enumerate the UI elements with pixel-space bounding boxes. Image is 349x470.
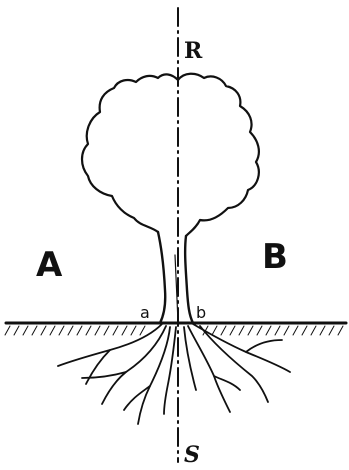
hatch-stroke — [275, 326, 280, 335]
tree-trunk-right — [185, 236, 193, 323]
hatch-stroke — [329, 326, 334, 335]
hatch-stroke — [68, 326, 73, 335]
hatch-stroke — [257, 326, 262, 335]
label-bottom-s: S — [184, 442, 200, 468]
hatch-stroke — [221, 326, 226, 335]
ground-hatching — [5, 326, 343, 335]
hatch-stroke — [131, 326, 136, 335]
hatch-stroke — [140, 326, 145, 335]
hatch-stroke — [95, 326, 100, 335]
hatch-stroke — [14, 326, 19, 335]
hatch-stroke — [59, 326, 64, 335]
tree-trunk-left — [158, 232, 165, 323]
tree-crown — [82, 74, 259, 236]
hatch-stroke — [212, 326, 217, 335]
hatch-stroke — [86, 326, 91, 335]
hatch-stroke — [284, 326, 289, 335]
hatch-stroke — [5, 326, 10, 335]
hatch-stroke — [230, 326, 235, 335]
hatch-stroke — [302, 326, 307, 335]
tree-roots — [58, 324, 290, 424]
hatch-stroke — [311, 326, 316, 335]
hatch-stroke — [320, 326, 325, 335]
label-trunk-a: a — [140, 303, 150, 322]
label-top-r: R — [184, 38, 203, 64]
hatch-stroke — [266, 326, 271, 335]
hatch-stroke — [32, 326, 37, 335]
hatch-stroke — [50, 326, 55, 335]
hatch-stroke — [248, 326, 253, 335]
label-trunk-b: b — [196, 303, 206, 322]
hatch-stroke — [338, 326, 343, 335]
hatch-stroke — [23, 326, 28, 335]
hatch-stroke — [239, 326, 244, 335]
hatch-stroke — [113, 326, 118, 335]
hatch-stroke — [122, 326, 127, 335]
label-region-a: A — [36, 245, 63, 285]
hatch-stroke — [41, 326, 46, 335]
hatch-stroke — [293, 326, 298, 335]
hatch-stroke — [104, 326, 109, 335]
hatch-stroke — [77, 326, 82, 335]
label-region-b: B — [262, 237, 288, 277]
